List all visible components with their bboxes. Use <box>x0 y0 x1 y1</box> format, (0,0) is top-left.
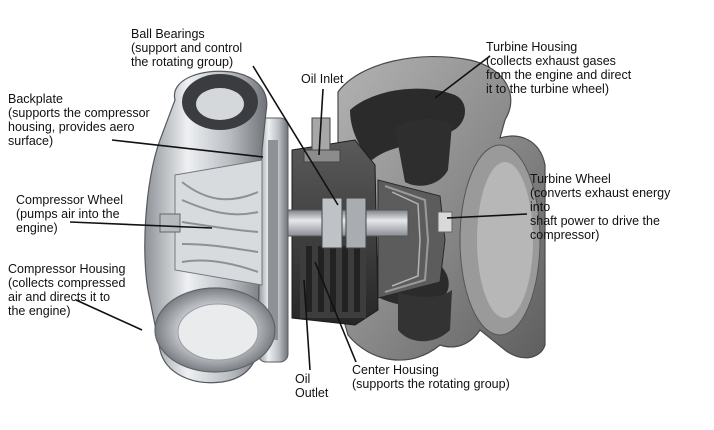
label-turbine-wheel: Turbine Wheel (converts exhaust energy i… <box>530 172 670 242</box>
label-ball-bearings-desc-2: the rotating group) <box>131 55 234 69</box>
label-compressor-housing: Compressor Housing (collects compressed … <box>8 262 125 318</box>
label-compressor-housing-desc-2: air and directs it to <box>8 290 111 304</box>
label-oil-inlet: Oil Inlet <box>301 72 343 86</box>
label-center-housing: Center Housing (supports the rotating gr… <box>352 363 510 391</box>
label-oil-outlet-title-2: Outlet <box>295 386 329 400</box>
label-turbine-wheel-desc-3: shaft power to drive the <box>530 214 660 228</box>
leader-lines <box>69 55 528 371</box>
label-oil-outlet-title: Oil <box>295 372 311 386</box>
label-compressor-housing-desc-1: (collects compressed <box>8 276 126 290</box>
label-turbine-wheel-desc-4: compressor) <box>530 228 600 242</box>
label-compressor-housing-desc-3: the engine) <box>8 304 71 318</box>
leader-backplate <box>111 139 264 158</box>
label-backplate: Backplate (supports the compressor housi… <box>8 92 150 148</box>
leader-oil-outlet <box>303 279 311 371</box>
label-backplate-title: Backplate <box>8 92 63 106</box>
label-center-housing-title: Center Housing <box>352 363 439 377</box>
label-compressor-housing-title: Compressor Housing <box>8 262 126 276</box>
leader-turbine-wheel <box>446 213 528 219</box>
center-housing-illustration <box>267 117 409 326</box>
label-turbine-housing-desc-2: from the engine and direct <box>486 68 632 82</box>
label-backplate-desc-3: surface) <box>8 134 54 148</box>
label-compressor-wheel: Compressor Wheel (pumps air into the eng… <box>16 193 123 235</box>
leader-turbine-housing <box>434 55 491 99</box>
label-backplate-desc-1: (supports the compressor <box>8 106 150 120</box>
label-ball-bearings: Ball Bearings (support and control the r… <box>131 27 242 69</box>
leader-oil-inlet <box>318 88 324 156</box>
compressor-wheel-illustration <box>159 159 263 286</box>
leader-compressor-wheel <box>69 221 213 229</box>
leader-compressor-housing <box>75 299 143 331</box>
leader-ball-bearings <box>252 65 339 206</box>
label-turbine-wheel-title: Turbine Wheel <box>530 172 611 186</box>
label-compressor-wheel-desc-1: (pumps air into the <box>16 207 120 221</box>
label-oil-inlet-title: Oil Inlet <box>301 72 344 86</box>
label-turbine-wheel-desc-2: into <box>530 200 551 214</box>
label-turbine-housing-desc-1: (collects exhaust gases <box>486 54 616 68</box>
label-ball-bearings-desc-1: (support and control <box>131 41 243 55</box>
label-ball-bearings-title: Ball Bearings <box>131 27 205 41</box>
label-turbine-housing: Turbine Housing (collects exhaust gases … <box>486 40 631 96</box>
leader-center-housing <box>314 261 357 363</box>
label-turbine-housing-desc-3: it to the turbine wheel) <box>486 82 609 96</box>
label-turbine-housing-title: Turbine Housing <box>486 40 578 54</box>
label-compressor-wheel-title: Compressor Wheel <box>16 193 123 207</box>
label-center-housing-desc-1: (supports the rotating group) <box>352 377 510 391</box>
label-oil-outlet: Oil Outlet <box>295 372 328 400</box>
label-compressor-wheel-desc-2: engine) <box>16 221 58 235</box>
label-backplate-desc-2: housing, provides aero <box>8 120 135 134</box>
label-turbine-wheel-desc-1: (converts exhaust energy <box>530 186 671 200</box>
